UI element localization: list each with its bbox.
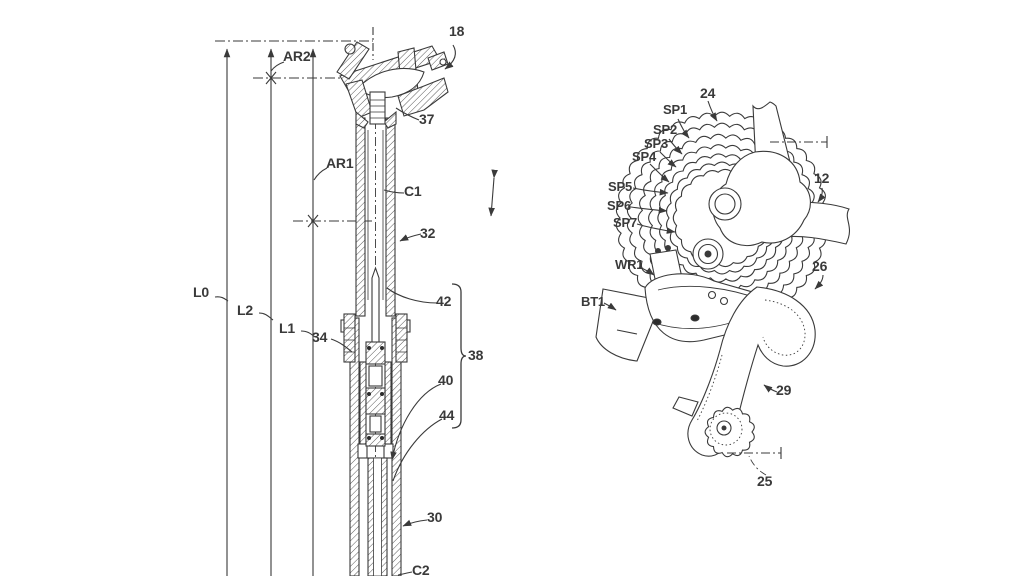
label-34: 34 [312,329,328,345]
label-sp3: SP3 [644,136,668,151]
label-29: 29 [776,382,792,398]
jockey-pulley [704,406,755,458]
brace-38 [451,283,467,429]
label-30: 30 [427,509,443,525]
dimension-lines [214,27,374,576]
seatpost-figure [214,27,498,576]
label-ar2: AR2 [283,48,311,64]
part-leaders-right [603,100,826,393]
label-ar1: AR1 [326,155,354,171]
label-l1: L1 [279,320,295,336]
label-c2: C2 [412,562,430,576]
internal-mechanism-38 [365,266,388,576]
label-sp4: SP4 [632,149,656,164]
label-l2: L2 [237,302,253,318]
label-sp2: SP2 [653,122,677,137]
axis-datum-lines [727,136,828,476]
label-sp1: SP1 [663,102,687,117]
label-sp6: SP6 [607,198,631,213]
part-leaders [330,44,456,576]
label-37: 37 [419,111,435,127]
label-sp5: SP5 [608,179,632,194]
inner-tube [357,361,394,459]
label-sp7: SP7 [613,215,637,230]
label-26: 26 [812,258,828,274]
label-42: 42 [436,293,452,309]
label-32: 32 [420,225,436,241]
label-wr1: WR1 [615,257,644,272]
pivot-bolt [708,187,742,221]
label-bt1: BT1 [581,294,605,309]
derailleur-knuckle [712,150,811,246]
label-c1: C1 [404,183,422,199]
label-25: 25 [757,473,773,489]
label-18: 18 [449,23,465,39]
label-12: 12 [814,170,830,186]
label-44: 44 [439,407,455,423]
label-l0: L0 [193,284,209,300]
label-38: 38 [468,347,484,363]
cable-winding-pulley [692,238,724,270]
derailleur-figure [595,100,850,476]
label-24: 24 [700,85,716,101]
stroke-motion-arrow [488,169,498,217]
upper-tube-32 [355,117,396,317]
label-40: 40 [438,372,454,388]
clamp-collar-34 [340,313,411,363]
saddle-clamp-head [336,41,449,129]
